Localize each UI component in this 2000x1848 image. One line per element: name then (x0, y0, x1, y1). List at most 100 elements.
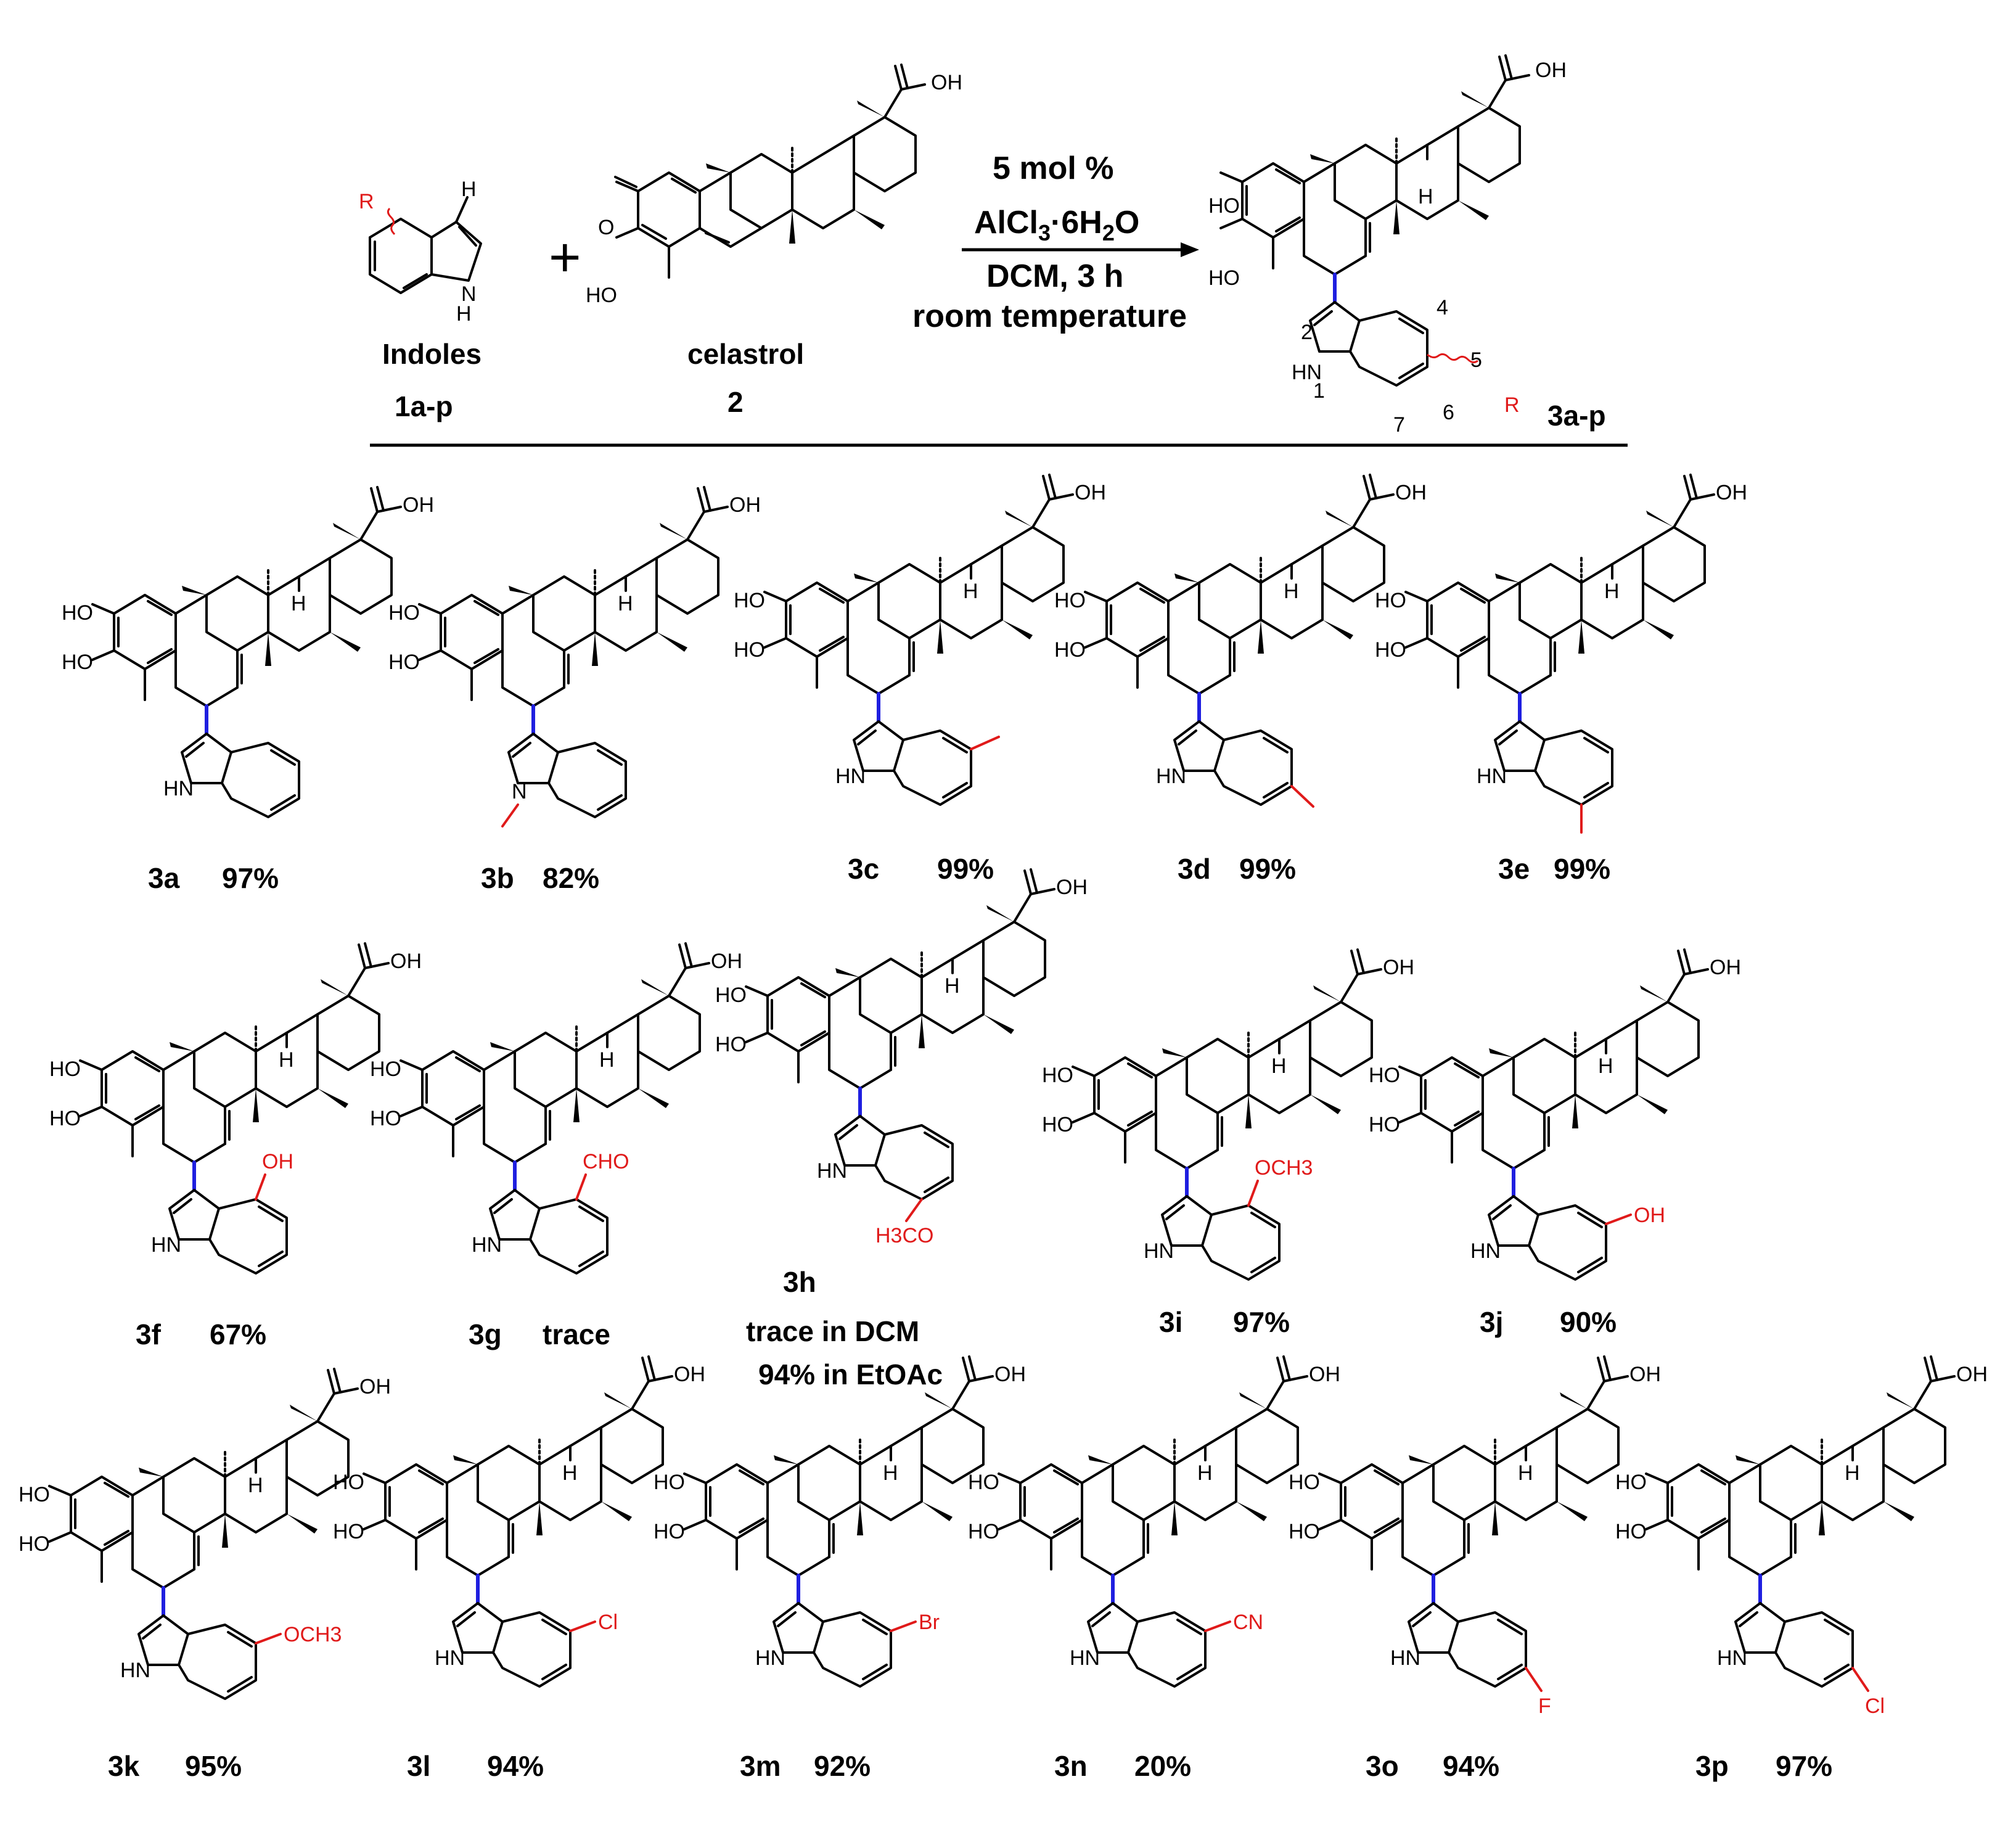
triterpene-skeleton (1084, 474, 1395, 695)
ho-label-upper: HO (1054, 589, 1086, 612)
indole-nh-label: HN (835, 765, 866, 788)
ho-label-upper: HO (62, 601, 93, 625)
yield-3h-etoac: 94% in EtOAc (758, 1358, 943, 1390)
celastrol-code: 2 (727, 386, 744, 418)
benzene-double-bond-b (942, 782, 968, 799)
benzene-ring (1213, 729, 1293, 806)
benzene-double-bond-b (1824, 1664, 1850, 1680)
yield-3l: 94% (487, 1750, 544, 1782)
product-r-group: R (1504, 393, 1520, 417)
triterpene-skeleton (745, 868, 1055, 1090)
stereo-h-label: H (618, 592, 633, 615)
pyrrole-ring (1087, 1602, 1139, 1654)
substituent-label-oh: OH (262, 1150, 293, 1173)
product-code: 3a-p (1547, 400, 1606, 432)
pyrrole-double-bond (512, 742, 531, 758)
benzene-ring (813, 1611, 892, 1688)
ho-label-upper: HO (1375, 589, 1406, 612)
substituent-bond (575, 1173, 587, 1201)
indole-nh-label: HN (120, 1659, 150, 1682)
compound-id-3j: 3j (1480, 1306, 1503, 1338)
pyrrole-double-bond (1412, 1611, 1432, 1627)
pyrrole-ring (507, 733, 559, 784)
product-atom-num-7: 7 (1393, 413, 1405, 437)
indole-nh-label: HN (1156, 765, 1186, 788)
pyrrole-ring (1161, 1195, 1213, 1247)
ho-label-lower: HO (62, 651, 93, 674)
benzene-double-bond-a (1577, 1212, 1603, 1228)
benzene-ring (492, 1611, 572, 1688)
compound-id-3i: 3i (1159, 1306, 1182, 1338)
celastrol-ho: HO (586, 284, 617, 307)
stereo-h-label: H (599, 1048, 615, 1072)
cooh-oh-label: OH (1383, 956, 1414, 979)
compound-id-3p: 3p (1695, 1750, 1729, 1782)
pyrrole-double-bond (493, 1198, 513, 1214)
triterpene-skeleton (1398, 948, 1709, 1170)
triterpene-skeleton (1318, 1355, 1629, 1577)
substituent-label-f: F (1538, 1694, 1551, 1718)
pyrrole-ring (853, 720, 904, 772)
triterpene-skeleton (1645, 1355, 1956, 1577)
benzene-double-bond-b (1250, 1257, 1276, 1273)
yield-3c: 99% (937, 853, 994, 885)
ho-label-lower: HO (654, 1520, 685, 1543)
indole-nh-label: HN (151, 1233, 181, 1257)
product-atom-num-2: 2 (1301, 321, 1313, 344)
substituent-label-cl: Cl (598, 1611, 618, 1634)
cooh-oh-label: OH (390, 950, 422, 973)
benzene-ring (1528, 1204, 1607, 1281)
benzene-double-bond-a (1250, 1212, 1276, 1228)
stereo-h-label: H (291, 592, 306, 615)
triterpene-skeleton (1404, 474, 1715, 695)
condition-catalyst-loading: 5 mol % (993, 150, 1114, 186)
ho-label-upper: HO (1042, 1064, 1073, 1087)
yield-3a: 97% (222, 862, 279, 894)
product-atom-num-6: 6 (1443, 401, 1454, 424)
substituent-label-br: Br (919, 1611, 940, 1634)
benzene-ring (1534, 729, 1613, 806)
ho-label-lower: HO (715, 1033, 747, 1056)
substituent-label-och3: OCH3 (1255, 1156, 1313, 1180)
benzene-ring (1127, 1611, 1207, 1688)
substituent-bond (890, 1620, 917, 1632)
cooh-oh-label: OH (711, 950, 742, 973)
benzene-ring (1774, 1611, 1854, 1688)
benzene-double-bond-a (942, 737, 968, 754)
indole-name: Indoles (382, 338, 482, 370)
stereo-h-label: H (562, 1461, 578, 1485)
ho-label-lower: HO (1615, 1520, 1647, 1543)
pyrrole-double-bond (173, 1198, 192, 1214)
product-atom-num-5: 5 (1470, 348, 1482, 372)
product-ho-2: HO (1208, 266, 1240, 290)
benzene-double-bond-a (1497, 1619, 1523, 1635)
product-cooh: OH (1535, 59, 1567, 82)
ho-label-lower: HO (1369, 1113, 1400, 1136)
yield-3m: 92% (814, 1750, 871, 1782)
pyrrole-double-bond (1739, 1611, 1758, 1627)
pyrrole-double-bond (1165, 1204, 1185, 1220)
celastrol-name: celastrol (687, 338, 804, 370)
ho-label-upper: HO (370, 1057, 401, 1081)
benzene-ring (547, 742, 627, 818)
benzene-double-bond-b (258, 1250, 284, 1267)
benzene-ring (874, 1124, 954, 1201)
substituent-label-cho: CHO (583, 1150, 629, 1173)
pyrrole-ring (1408, 1602, 1459, 1654)
cooh-oh-label: OH (1056, 876, 1088, 899)
benzene-double-bond-a (597, 749, 623, 766)
stereo-h-label: H (1604, 580, 1620, 603)
benzene-double-bond-b (1583, 782, 1609, 799)
celastrol-reactant (614, 64, 926, 279)
cooh-oh-label: OH (674, 1363, 705, 1386)
triterpene-skeleton (1072, 948, 1382, 1170)
